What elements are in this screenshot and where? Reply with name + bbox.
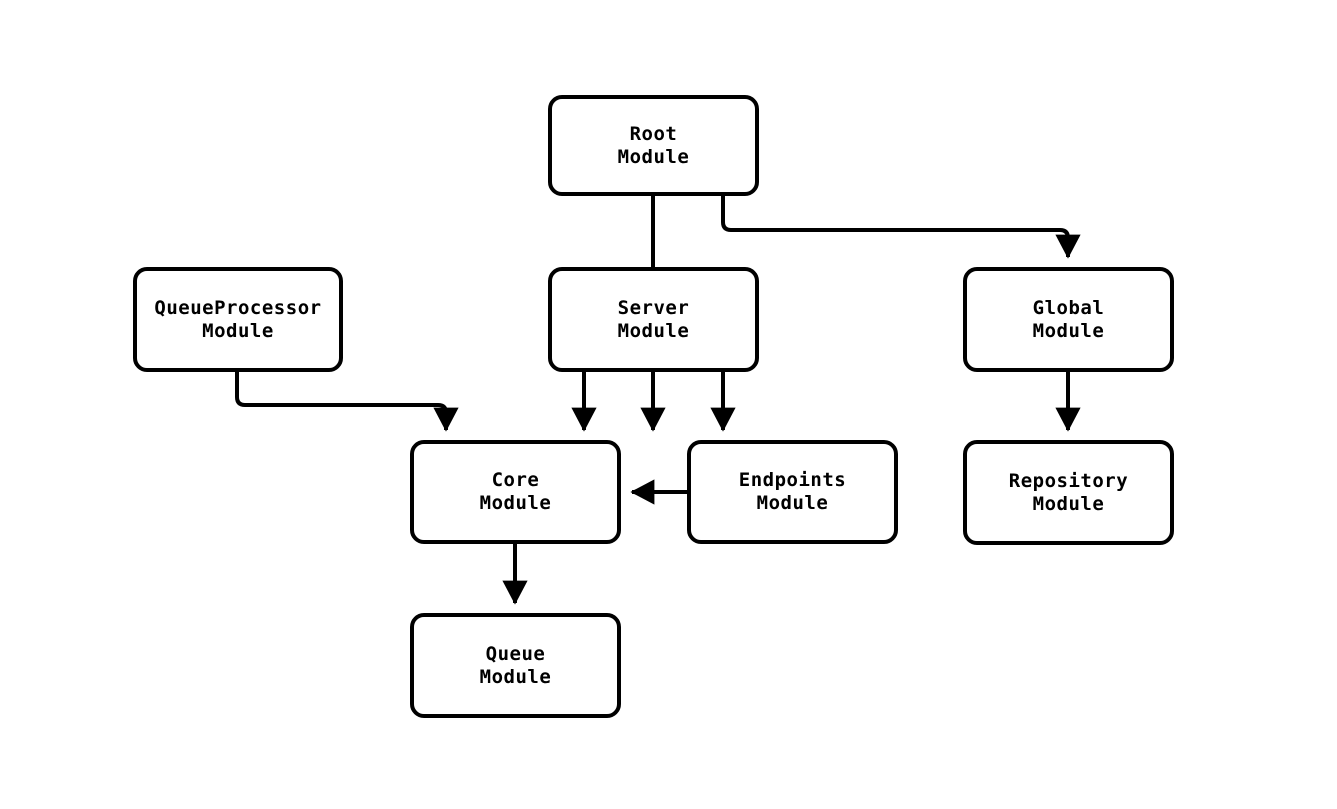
- node-repository-module[interactable]: Repository Module: [963, 440, 1174, 545]
- edge-root-to-global: [721, 196, 1081, 259]
- node-server-module-line1: Server: [617, 296, 690, 319]
- node-global-module-line1: Global: [1032, 296, 1105, 319]
- edge-queueprocessor-to-core: [235, 372, 459, 432]
- node-queueprocessor-module[interactable]: QueueProcessor Module: [133, 267, 343, 372]
- node-global-module-line2: Module: [1032, 319, 1105, 342]
- node-root-module-line1: Root: [629, 122, 678, 145]
- node-core-module[interactable]: Core Module: [410, 440, 621, 544]
- node-root-module-line2: Module: [617, 145, 690, 168]
- node-root-module[interactable]: Root Module: [548, 95, 759, 196]
- node-server-module[interactable]: Server Module: [548, 267, 759, 372]
- node-repository-module-line1: Repository: [1008, 469, 1129, 492]
- node-repository-module-line2: Module: [1032, 492, 1105, 515]
- node-queueprocessor-module-line2: Module: [202, 319, 274, 342]
- node-endpoints-module[interactable]: Endpoints Module: [687, 440, 898, 544]
- node-core-module-line1: Core: [491, 469, 540, 491]
- node-core-module-line2: Module: [479, 492, 552, 514]
- node-endpoints-module-line1: Endpoints: [738, 469, 847, 491]
- node-queue-module-line1: Queue: [485, 642, 546, 665]
- node-queue-module-line2: Module: [479, 665, 552, 688]
- node-queue-module[interactable]: Queue Module: [410, 613, 621, 718]
- node-global-module[interactable]: Global Module: [963, 267, 1174, 372]
- node-server-module-line2: Module: [617, 319, 690, 342]
- node-queueprocessor-module-line1: QueueProcessor: [154, 296, 322, 319]
- node-endpoints-module-line2: Module: [756, 492, 829, 514]
